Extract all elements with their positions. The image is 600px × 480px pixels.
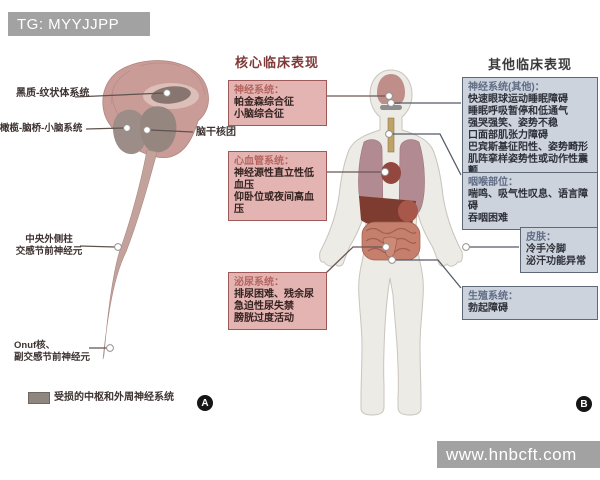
leader-lines-other xyxy=(392,102,519,289)
marker-b: B xyxy=(576,396,592,412)
box-line: 小脑综合征 xyxy=(234,109,284,120)
box-line: 口面部肌张力障碍 xyxy=(468,130,548,141)
other-column-header: 其他临床表现 xyxy=(487,57,572,72)
core-box-nervous: 神经系统： 帕金森综合征 小脑综合征 xyxy=(228,80,327,126)
box-line: 仰卧位或夜间高血压 xyxy=(234,192,314,215)
label-intermediolateral: 中央外侧柱 交感节前神经元 xyxy=(15,234,83,257)
other-box-skin: 皮肤： 冷手冷脚 泌汗功能异常 xyxy=(520,227,598,273)
watermark-top: TG: MYYJJPP xyxy=(8,12,150,36)
box-line: 帕金森综合征 xyxy=(234,97,294,108)
anchor-dots xyxy=(106,89,470,352)
box-line: 泌汗功能异常 xyxy=(526,256,586,267)
box-line: 喘鸣、吸气性叹息、语言障碍 xyxy=(468,189,588,212)
core-column-header: 核心临床表现 xyxy=(234,55,319,70)
label-brainstem-nuclei: 脑干核团 xyxy=(196,127,236,138)
watermark-bottom: www.hnbcft.com xyxy=(437,441,600,468)
box-line: 排尿困难、残余尿 xyxy=(234,289,314,300)
box-line: 肌阵挛样姿势性或动作性震颤 xyxy=(468,154,588,177)
core-box-cardiovascular: 心血管系统： 神经源性直立性低血压 仰卧位或夜间高血压 xyxy=(228,151,327,221)
leader-lines-core xyxy=(325,95,386,274)
other-box-nervous: 神经系统(其他)： 快速眼球运动睡眠障碍 睡眠呼吸暂停和低通气 强哭强笑、姿势不… xyxy=(462,77,598,183)
other-box-reproductive: 生殖系统： 勃起障碍 xyxy=(462,286,598,320)
box-line: 吞咽困难 xyxy=(468,213,508,224)
body-illustration xyxy=(319,69,463,416)
box-title: 咽喉部位： xyxy=(468,177,518,188)
box-line: 神经源性直立性低血压 xyxy=(234,168,314,191)
box-title: 泌尿系统： xyxy=(234,277,284,288)
legend-label: 受损的中枢和外周神经系统 xyxy=(54,392,174,403)
box-line: 膀胱过度活动 xyxy=(234,313,294,324)
box-title: 生殖系统： xyxy=(468,291,518,302)
box-line: 急迫性尿失禁 xyxy=(234,301,294,312)
label-nigrostriatal: 黑质-纹状体系统 xyxy=(16,88,90,99)
leader-lines-a xyxy=(74,92,194,349)
box-title: 心血管系统： xyxy=(234,156,294,167)
legend-swatch xyxy=(28,392,50,404)
label-onuf: Onuf核、 副交感节前神经元 xyxy=(14,340,91,363)
box-line: 快速眼球运动睡眠障碍 xyxy=(468,94,568,105)
label-olivopontocerebellar: 橄榄-脑桥-小脑系统 xyxy=(0,123,83,134)
box-line: 冷手冷脚 xyxy=(526,244,566,255)
box-title: 皮肤： xyxy=(526,232,556,243)
core-box-urinary: 泌尿系统： 排尿困难、残余尿 急迫性尿失禁 膀胱过度活动 xyxy=(228,272,327,330)
box-title: 神经系统： xyxy=(234,85,284,96)
box-line: 强哭强笑、姿势不稳 xyxy=(468,118,558,129)
box-title: 神经系统(其他)： xyxy=(468,82,545,93)
box-line: 巴宾斯基征阳性、姿势畸形 xyxy=(468,142,588,153)
box-line: 睡眠呼吸暂停和低通气 xyxy=(468,106,568,117)
marker-a: A xyxy=(197,395,213,411)
other-box-throat: 咽喉部位： 喘鸣、吸气性叹息、语言障碍 吞咽困难 xyxy=(462,172,598,230)
brain-illustration xyxy=(102,60,209,360)
box-line: 勃起障碍 xyxy=(468,303,508,314)
